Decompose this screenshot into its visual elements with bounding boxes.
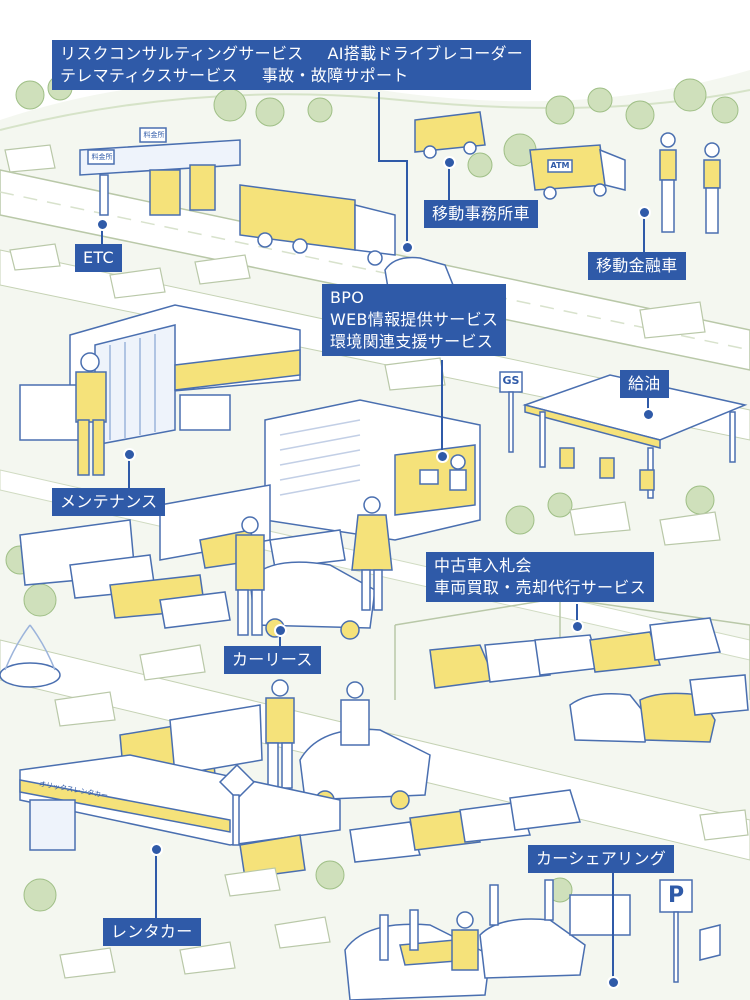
gs-sign: GS	[502, 374, 520, 387]
connector-dot-car-sharing	[607, 976, 620, 989]
label-accident-support: 事故・故障サポート	[261, 66, 409, 85]
label-car-sharing[interactable]: カーシェアリング	[528, 845, 675, 873]
connector-dot-car-lease	[274, 624, 287, 637]
connector-line-maintenance	[128, 456, 130, 490]
connector-dot-etc	[96, 218, 109, 231]
connector-line-bpo	[441, 360, 443, 452]
connector-line-telematics	[378, 92, 380, 162]
connector-line-mobile-bank	[643, 212, 645, 254]
connector-dot-mobile-office	[443, 156, 456, 169]
label-environment: 環境関連支援サービス	[330, 332, 494, 351]
connector-line-mobile-office	[448, 162, 450, 200]
connector-dot-telematics	[401, 241, 414, 254]
connector-dot-maintenance	[123, 448, 136, 461]
connector-line-car-lease	[279, 632, 281, 650]
connector-line-refuel	[647, 392, 649, 412]
label-mobile-office[interactable]: 移動事務所車	[424, 200, 538, 228]
label-bpo-group[interactable]: BPO WEB情報提供サービス 環境関連支援サービス	[322, 284, 507, 356]
label-etc[interactable]: ETC	[75, 244, 123, 272]
label-web-info: WEB情報提供サービス	[330, 310, 499, 329]
connector-dot-rental-car	[150, 843, 163, 856]
label-car-lease[interactable]: カーリース	[224, 646, 321, 674]
atm-sign: ATM	[550, 161, 570, 170]
toll-sign-1: 料金所	[91, 153, 113, 161]
label-vehicle-trade: 車両買取・売却代行サービス	[434, 578, 646, 597]
connector-dot-bpo	[436, 450, 449, 463]
connector-line-rental-car	[155, 850, 157, 920]
connector-line-etc	[101, 226, 103, 246]
connector-line-used-car	[576, 604, 578, 624]
label-telematics: テレマティクスサービス	[60, 66, 238, 85]
parking-sign: P	[667, 883, 685, 908]
connector-dot-refuel	[642, 408, 655, 421]
label-ai-dashcam: AI搭載ドライブレコーダー	[327, 44, 524, 63]
label-maintenance[interactable]: メンテナンス	[52, 488, 166, 516]
label-rental-car[interactable]: レンタカー	[103, 918, 201, 946]
label-refueling[interactable]: 給油	[620, 370, 669, 398]
connector-dot-used-car	[571, 620, 584, 633]
label-used-car-auction: 中古車入札会	[434, 556, 532, 575]
connector-dot-mobile-bank	[638, 206, 651, 219]
connector-line-telematics-v2	[406, 160, 408, 245]
connector-line-telematics-h	[378, 160, 408, 162]
label-used-car-group[interactable]: 中古車入札会 車両買取・売却代行サービス	[426, 552, 654, 602]
label-bpo: BPO	[330, 288, 365, 307]
toll-sign-2: 料金所	[143, 131, 165, 139]
label-risk-consulting: リスクコンサルティングサービス	[60, 44, 304, 63]
label-risk-telematics[interactable]: リスクコンサルティングサービス AI搭載ドライブレコーダー テレマティクスサービス…	[52, 40, 532, 90]
label-mobile-bank[interactable]: 移動金融車	[588, 252, 686, 280]
connector-line-car-sharing	[612, 870, 614, 980]
